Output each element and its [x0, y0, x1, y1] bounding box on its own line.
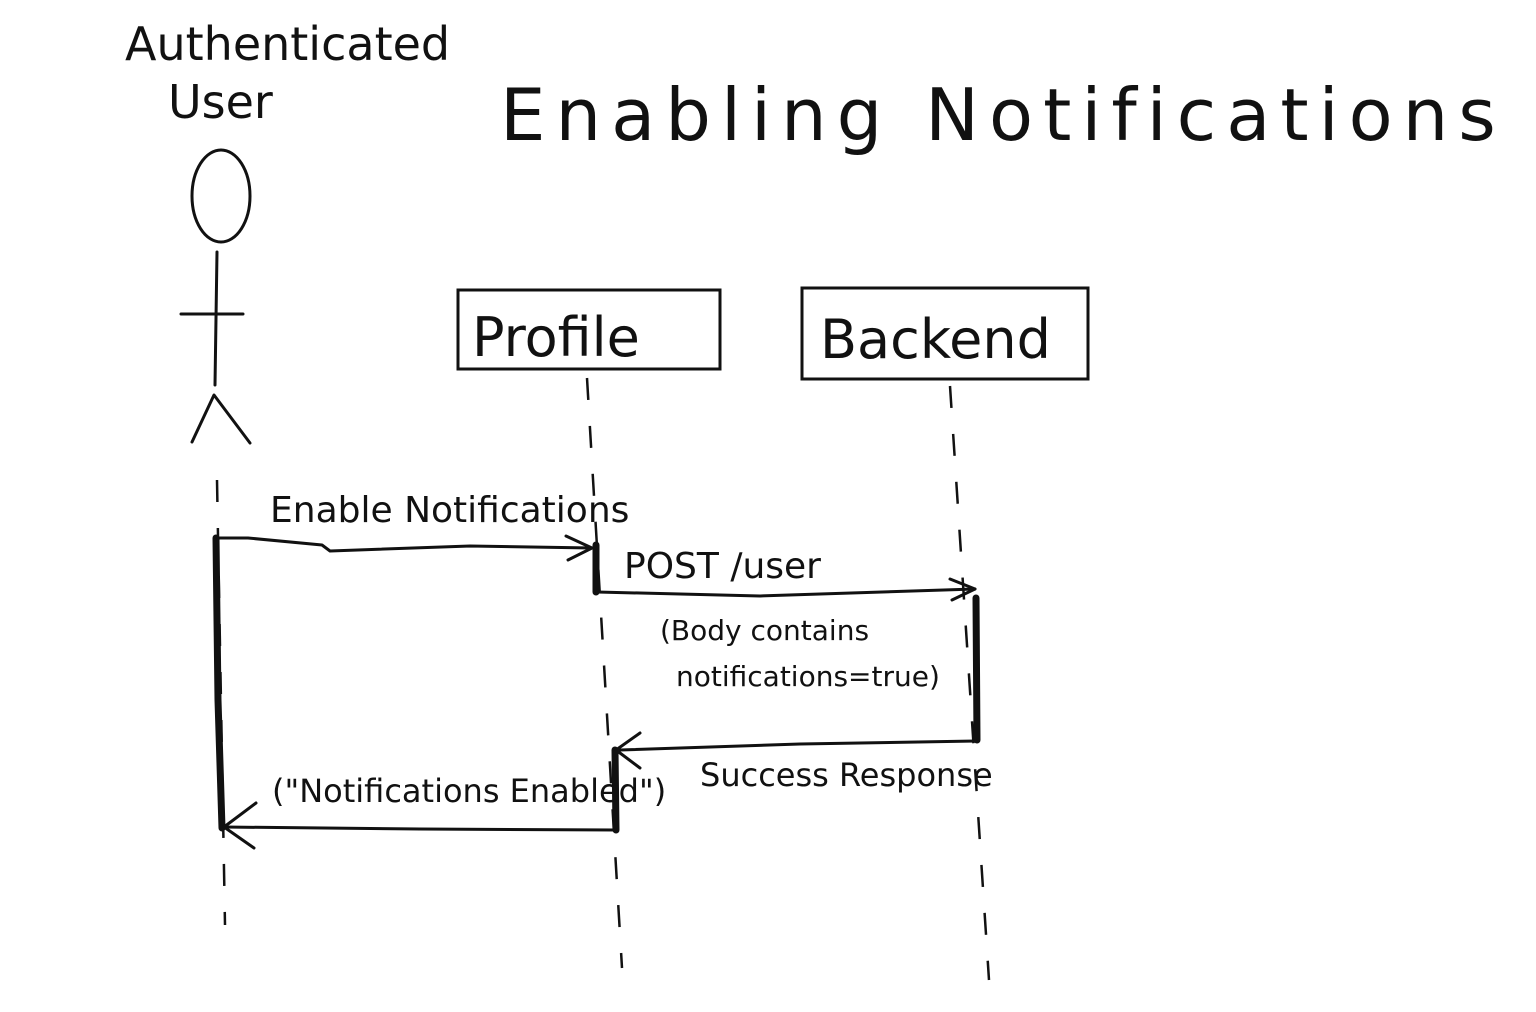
profile-box — [456, 288, 722, 371]
actor-body — [213, 250, 219, 387]
actor-stick-figure — [179, 148, 252, 445]
actor-label-line1: Authenticated — [125, 17, 450, 71]
participant-backend: Backend — [800, 286, 1090, 381]
message-enable-arrowhead — [564, 534, 594, 562]
actor-label-line2: User — [168, 75, 273, 129]
message-notifications-enabled: ("Notifications Enabled") — [222, 772, 666, 850]
actor-head — [190, 148, 252, 244]
backend-label: Backend — [820, 308, 1051, 371]
backend-box — [800, 286, 1090, 381]
message-post-note-line2: notifications=true) — [676, 660, 940, 693]
diagram-title: Enabling Notifications — [500, 73, 1506, 157]
profile-activation-2 — [611, 746, 620, 834]
message-enable-arrow — [216, 536, 594, 553]
message-success-arrow — [618, 739, 978, 752]
message-post-note-line1: (Body contains — [660, 614, 869, 647]
message-enabled-label: ("Notifications Enabled") — [272, 772, 666, 810]
profile-label: Profile — [472, 306, 640, 369]
message-success-arrowhead — [614, 731, 642, 770]
message-post-arrowhead — [948, 577, 977, 602]
message-post-arrow — [595, 587, 977, 598]
participant-profile: Profile — [456, 288, 722, 371]
message-success-label: Success Response — [700, 756, 993, 794]
message-enable-label: Enable Notifications — [270, 490, 629, 531]
backend-lifeline — [948, 385, 991, 981]
message-enabled-arrowhead — [222, 801, 258, 850]
profile-lifeline — [585, 377, 624, 969]
actor-activation — [212, 534, 226, 832]
message-post-label: POST /user — [624, 546, 821, 587]
message-enabled-arrow — [222, 825, 618, 832]
message-success-response: Success Response — [614, 731, 993, 794]
message-post-user: POST /user (Body contains notifications=… — [595, 546, 977, 693]
message-enable-notifications: Enable Notifications — [216, 490, 629, 562]
backend-activation — [972, 594, 981, 744]
actor-legs — [190, 393, 252, 445]
